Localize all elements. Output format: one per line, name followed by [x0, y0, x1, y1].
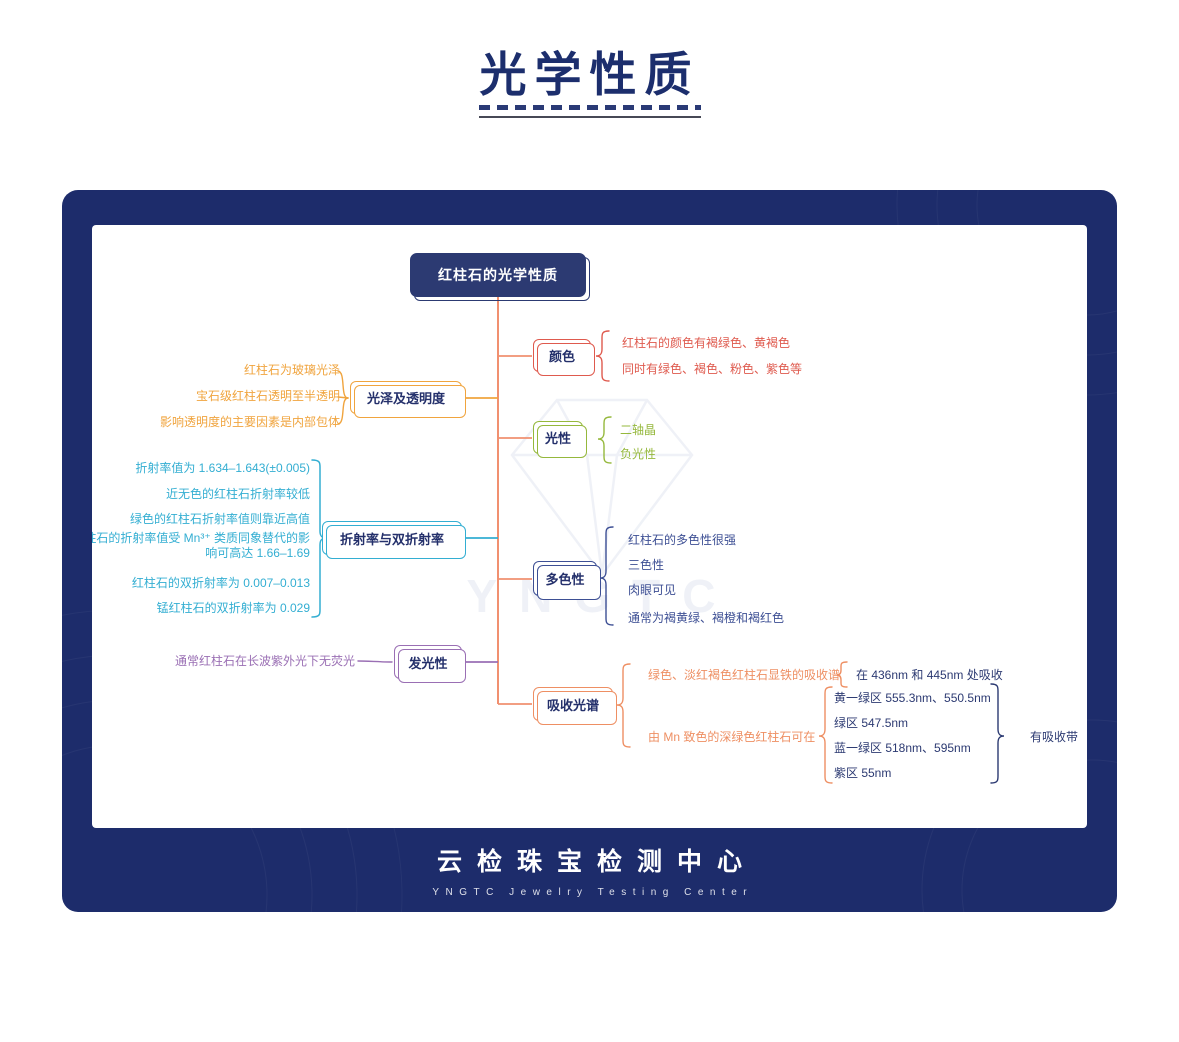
main-panel: YNGTC	[62, 190, 1117, 912]
title-underline	[479, 105, 701, 118]
node-refractive-index: 折射率与双折射率	[322, 521, 466, 559]
absorb-brace	[616, 663, 631, 748]
leaf-absorb-iron: 绿色、淡红褐色红柱石显铁的吸收谱	[648, 668, 841, 682]
leaf-ri-2: 近无色的红柱石折射率较低	[165, 487, 310, 501]
root-node: 红柱石的光学性质	[410, 253, 590, 301]
mn-brace	[818, 686, 833, 784]
footer-company-name-en: YNGTC Jewelry Testing Center	[432, 887, 754, 898]
leaf-optic-2: 负光性	[620, 447, 657, 461]
node-luminescence: 发光性	[394, 645, 466, 683]
leaf-luster-3: 影响透明度的主要因素是内部包体	[159, 415, 340, 429]
leaf-luster-1: 红柱石为玻璃光泽	[243, 363, 340, 377]
leaf-ri-6: 锰红柱石的双折射率为 0.029	[156, 601, 310, 615]
node-absorption-spectrum: 吸收光谱	[533, 687, 617, 725]
leaf-ri-3: 绿色的红柱石折射率值则靠近高值	[129, 512, 310, 526]
node-optic-character: 光性	[533, 421, 587, 458]
leaf-band-1: 黄一绿区 555.3nm、550.5nm	[834, 691, 991, 705]
leaf-ri-1: 折射率值为 1.634–1.643(±0.005)	[135, 461, 310, 475]
leaf-absorb-mn: 由 Mn 致色的深绿色红柱石可在	[648, 730, 816, 744]
leaf-pleo-2: 三色性	[628, 558, 665, 572]
leaf-band-2: 绿区 547.5nm	[834, 716, 909, 730]
bands-close-brace	[990, 683, 1005, 784]
node-luster: 光泽及透明度	[350, 381, 466, 418]
leaf-absorb-iron-detail: 在 436nm 和 445nm 处吸收	[856, 668, 1003, 682]
leaf-luster-2: 宝石级红柱石透明至半透明	[195, 389, 340, 403]
node-pleochroism: 多色性	[533, 561, 601, 600]
iron-brace	[836, 661, 848, 688]
leaf-band-4: 紫区 55nm	[834, 766, 892, 780]
leaf-lumin-1: 通常红柱石在长波紫外光下无荧光	[174, 654, 355, 668]
leaf-absorb-note: 有吸收带	[1030, 730, 1079, 744]
pleo-brace	[599, 526, 614, 626]
leaf-ri-4: 锰红柱石的折射率值受 Mn³⁺ 类质同象替代的影响可高达 1.66–1.69	[92, 531, 310, 560]
footer: 云检珠宝检测中心 YNGTC Jewelry Testing Center	[62, 842, 1117, 898]
leaf-pleo-4: 通常为褐黄绿、褐橙和褐红色	[628, 611, 785, 625]
title-dashed-line	[479, 105, 701, 110]
page-title: 光学性质	[479, 48, 700, 101]
node-color: 颜色	[533, 339, 595, 376]
leaf-band-3: 蓝一绿区 518nm、595nm	[834, 741, 971, 755]
title-solid-line	[479, 116, 701, 118]
leaf-pleo-1: 红柱石的多色性很强	[628, 533, 737, 547]
leaf-color-1: 红柱石的颜色有褐绿色、黄褐色	[622, 336, 791, 350]
leaf-color-2: 同时有绿色、褐色、粉色、紫色等	[622, 362, 803, 376]
leaf-optic-1: 二轴晶	[620, 423, 657, 437]
leaf-ri-5: 红柱石的双折射率为 0.007–0.013	[131, 576, 310, 590]
footer-company-name-cn: 云检珠宝检测中心	[436, 848, 757, 876]
leaf-pleo-3: 肉眼可见	[628, 583, 677, 597]
color-brace	[595, 330, 610, 382]
mindmap-card: YNGTC	[92, 225, 1087, 828]
optic-brace	[597, 416, 612, 464]
